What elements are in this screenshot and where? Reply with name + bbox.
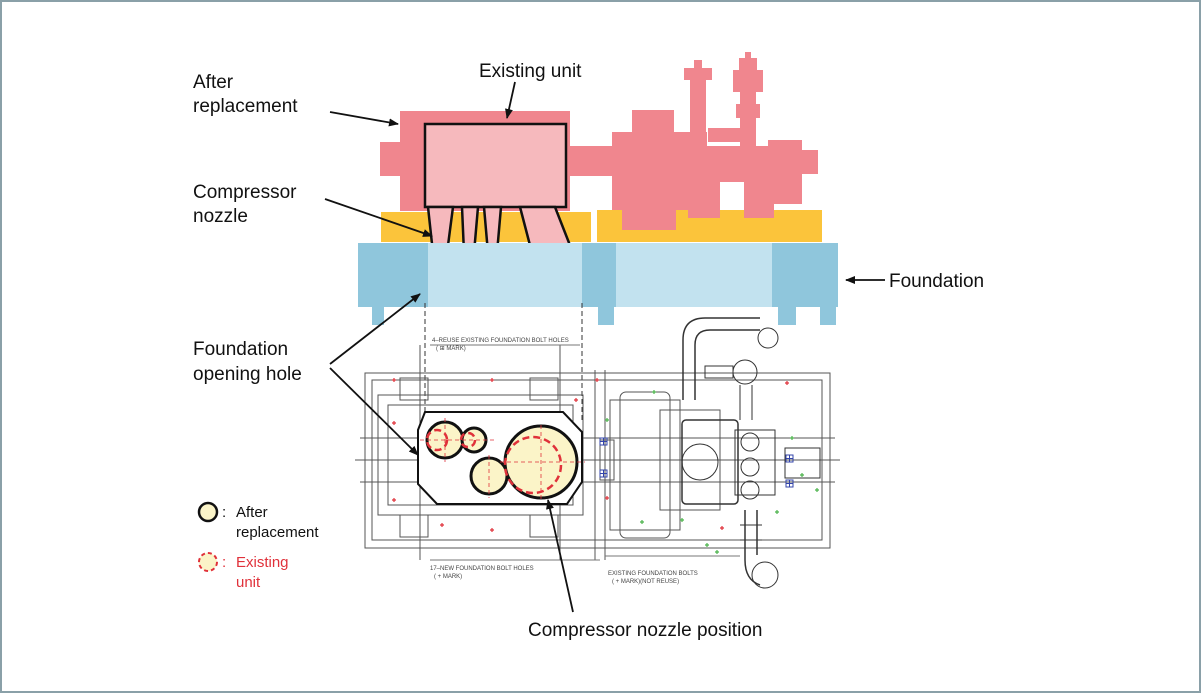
foundation xyxy=(358,243,838,325)
existing-bolt-marks xyxy=(605,390,819,554)
existing-unit xyxy=(423,122,575,255)
note-reuse-bolt-holes-mark: ( ⊞ MARK) xyxy=(436,346,466,352)
label-compressor-nozzle-line1: Compressor xyxy=(193,182,297,203)
label-foundation-opening-line1: Foundation xyxy=(193,339,288,360)
existing-nozzle-positions xyxy=(425,428,563,495)
label-existing-unit: Existing unit xyxy=(479,61,582,82)
note-reuse-bolt-holes: 4–REUSE EXISTING FOUNDATION BOLT HOLES xyxy=(432,338,569,344)
label-foundation-opening-line2: opening hole xyxy=(193,364,302,385)
label-after-replacement-line2: replacement xyxy=(193,96,298,117)
legend-after-label-line1: After xyxy=(236,504,268,521)
note-existing-bolts-mark: ( + MARK)(NOT REUSE) xyxy=(612,579,679,585)
reuse-bolt-marks xyxy=(599,437,794,488)
legend-after-symbol xyxy=(197,501,219,523)
legend-separator-existing: : xyxy=(222,554,226,571)
note-new-bolt-holes-mark: ( + MARK) xyxy=(434,574,462,580)
legend: : After replacement : Existing unit xyxy=(197,501,319,591)
label-after-replacement-line1: After xyxy=(193,72,234,93)
note-existing-bolts: EXISTING FOUNDATION BOLTS xyxy=(608,571,698,577)
callout-arrows xyxy=(324,81,885,613)
legend-existing-label-line1: Existing xyxy=(236,554,289,571)
nozzle-centerlines xyxy=(420,418,585,500)
label-foundation: Foundation xyxy=(889,271,984,292)
label-compressor-nozzle-position: Compressor nozzle position xyxy=(528,620,762,641)
legend-after-label-line2: replacement xyxy=(236,524,319,541)
note-new-bolt-holes: 17–NEW FOUNDATION BOLT HOLES xyxy=(430,566,534,572)
legend-existing-symbol xyxy=(198,552,218,572)
legend-separator-after: : xyxy=(222,504,226,521)
legend-existing-label-line2: unit xyxy=(236,574,261,591)
label-compressor-nozzle-line2: nozzle xyxy=(193,206,248,227)
